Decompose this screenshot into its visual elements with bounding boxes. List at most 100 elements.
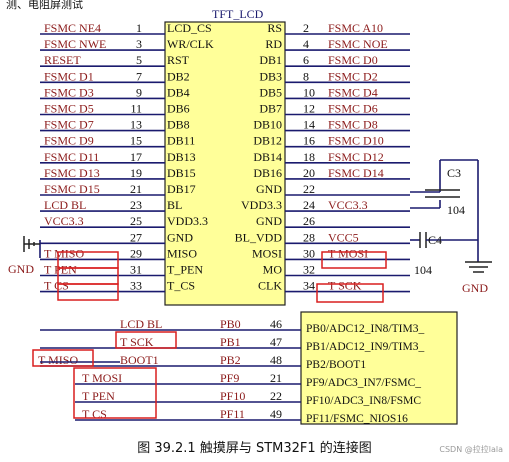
mcu-func: PB0/ADC12_IN8/TIM3_ [306, 323, 424, 335]
right-pin-number: 16 [303, 134, 315, 148]
figure-caption: 图 39.2.1 触摸屏与 STM32F1 的连接图 [137, 441, 372, 456]
right-net-label: FSMC D4 [328, 85, 378, 99]
right-pin-number: 26 [303, 214, 315, 228]
left-pin-number: 7 [136, 69, 142, 83]
left-pin-name: BL [167, 198, 182, 212]
left-net-label: T MISO [44, 246, 84, 260]
right-net-label: T SCK [328, 279, 362, 293]
left-pin-number: 13 [130, 118, 142, 132]
watermark: CSDN @拉拉lala [439, 445, 503, 454]
c4-ref: C4 [428, 233, 442, 247]
mcu-pin-num: 48 [270, 353, 282, 367]
highlight-mcu-t-miso [32, 349, 94, 367]
highlight-t-mosi [321, 251, 387, 269]
left-pin-name: RST [167, 53, 190, 67]
right-pin-name: RS [267, 21, 282, 35]
left-net-label: FSMC D5 [44, 102, 94, 116]
left-pin-name: LCD_CS [167, 21, 212, 35]
left-pin-name: T_CS [167, 279, 195, 293]
left-net-label: RESET [44, 53, 81, 67]
chip-title: TFT_LCD [212, 7, 264, 21]
right-pin-number: 30 [303, 246, 315, 260]
left-pin-number: 23 [130, 198, 142, 212]
c3-ref: C3 [447, 166, 461, 180]
left-net-label: FSMC NWE [44, 37, 106, 51]
left-pin-name: T_PEN [167, 263, 203, 277]
mcu-port: PF10 [220, 389, 245, 403]
mcu-net: T CS [82, 407, 107, 421]
left-pin-name: WR/CLK [167, 37, 214, 51]
left-pin-number: 1 [136, 21, 142, 35]
left-pin-number: 21 [130, 182, 142, 196]
gnd-label-left: GND [8, 262, 34, 276]
c3-value: 104 [447, 203, 465, 217]
section-title-fragment: 测、电阻屏测试 [6, 0, 83, 11]
right-net-label: T MOSI [328, 246, 368, 260]
mcu-port: PB2 [220, 353, 241, 367]
right-pin-name: DB3 [259, 69, 282, 83]
mcu-net: BOOT1 [120, 353, 159, 367]
left-pin-number: 11 [130, 102, 142, 116]
left-net-label: FSMC D11 [44, 150, 99, 164]
left-pin-name: DB17 [167, 182, 196, 196]
right-pin-name: DB5 [259, 85, 282, 99]
right-pin-number: 4 [303, 37, 309, 51]
left-pin-number: 31 [130, 263, 142, 277]
left-pin-name: GND [167, 230, 193, 244]
mcu-port: PB0 [220, 317, 241, 331]
left-pin-number: 5 [136, 53, 142, 67]
mcu-func: PB2/BOOT1 [306, 359, 366, 371]
right-net-label: FSMC D6 [328, 102, 378, 116]
mcu-net: T PEN [82, 389, 115, 403]
right-pin-number: 28 [303, 230, 315, 244]
right-pin-name: RD [265, 37, 282, 51]
right-pin-name: BL_VDD [235, 230, 283, 244]
mcu-net: LCD BL [120, 317, 162, 331]
right-pin-name: VDD3.3 [241, 198, 282, 212]
mcu-pin-num: 47 [270, 335, 282, 349]
right-pin-name: DB10 [253, 118, 282, 132]
mcu-pin-num: 49 [270, 407, 282, 421]
right-net-label: FSMC D14 [328, 166, 384, 180]
right-pin-name: MO [263, 263, 283, 277]
left-net-label: FSMC NE4 [44, 21, 101, 35]
left-net-label: FSMC D9 [44, 134, 94, 148]
mcu-func: PF9/ADC3_IN7/FSMC_ [306, 377, 421, 389]
right-net-label: FSMC D12 [328, 150, 384, 164]
right-net-label: FSMC D2 [328, 69, 378, 83]
left-net-label: FSMC D15 [44, 182, 100, 196]
right-pin-name: DB14 [253, 150, 282, 164]
right-pin-name: CLK [258, 279, 282, 293]
right-pin-name: GND [256, 214, 282, 228]
right-pin-number: 24 [303, 198, 315, 212]
mcu-pin-num: 46 [270, 317, 282, 331]
c4-value: 104 [414, 263, 432, 277]
right-pin-number: 8 [303, 69, 309, 83]
right-net-label: FSMC NOE [328, 37, 388, 51]
mcu-port: PF9 [220, 371, 239, 385]
right-pin-number: 20 [303, 166, 315, 180]
left-pin-number: 25 [130, 214, 142, 228]
left-pin-name: VDD3.3 [167, 214, 208, 228]
mcu-pin-num: 21 [270, 371, 282, 385]
left-net-label: FSMC D13 [44, 166, 100, 180]
left-net-label: T CS [44, 279, 69, 293]
left-pin-name: DB11 [167, 134, 195, 148]
right-pin-name: DB7 [259, 102, 282, 116]
mcu-port: PB1 [220, 335, 241, 349]
left-net-label: LCD BL [44, 198, 86, 212]
tft-lcd-chip-body [164, 21, 286, 306]
right-pin-name: DB12 [253, 134, 282, 148]
mcu-func: PB1/ADC12_IN9/TIM3_ [306, 341, 424, 353]
right-net-label: FSMC D10 [328, 134, 384, 148]
left-net-label: FSMC D3 [44, 85, 94, 99]
highlight-mcu-t-group [73, 367, 157, 419]
right-net-label: VCC5 [328, 230, 359, 244]
right-pin-number: 18 [303, 150, 315, 164]
mcu-tag: T MISO [38, 353, 78, 367]
right-pin-number: 22 [303, 182, 315, 196]
right-net-label: VCC3.3 [328, 198, 368, 212]
mcu-pin-num: 22 [270, 389, 282, 403]
right-pin-name: DB16 [253, 166, 282, 180]
